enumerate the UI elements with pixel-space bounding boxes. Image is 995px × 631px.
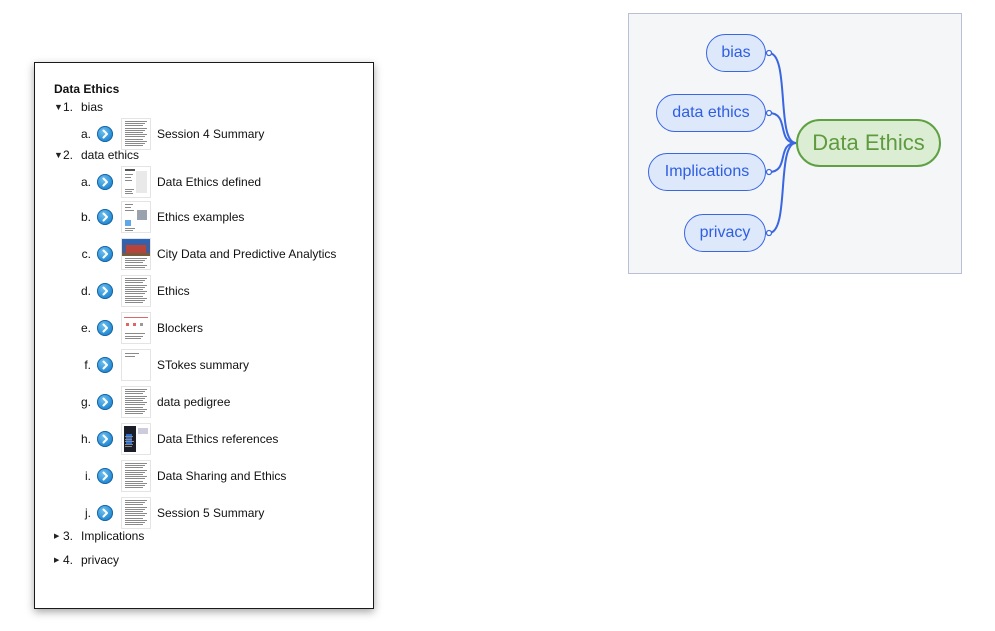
mindmap-root-node[interactable]: Data Ethics [796, 119, 941, 167]
outline-entry[interactable]: c. City Data and Predictive Analytics [35, 239, 373, 269]
outline-entry[interactable]: f. STokes summary [35, 350, 373, 380]
entry-letter: i. [85, 469, 91, 483]
outline-topic-3[interactable]: ▶3. Implications [54, 528, 144, 544]
mindmap-connector [768, 142, 797, 234]
triangle-right-icon[interactable]: ▶ [54, 557, 60, 564]
document-thumbnail[interactable] [122, 313, 150, 343]
document-thumbnail[interactable] [122, 167, 150, 197]
document-thumbnail[interactable] [122, 239, 150, 269]
circled-chevron-right-icon[interactable] [97, 394, 113, 410]
document-thumbnail[interactable] [122, 498, 150, 528]
document-thumbnail[interactable] [122, 276, 150, 306]
document-thumbnail[interactable] [122, 424, 150, 454]
connector-dot [765, 168, 773, 176]
entry-title[interactable]: Data Ethics defined [157, 175, 262, 189]
entry-title[interactable]: Session 5 Summary [157, 506, 265, 520]
outline-title: Data Ethics [54, 82, 120, 96]
entry-letter: b. [80, 210, 91, 224]
mindmap-node-implications[interactable]: Implications [648, 153, 766, 191]
entry-title[interactable]: Data Ethics references [157, 432, 279, 446]
connector-dot [765, 229, 773, 237]
circled-chevron-right-icon[interactable] [97, 246, 113, 262]
topic-number: 3. [63, 529, 74, 543]
connector-dot [765, 49, 773, 57]
circled-chevron-right-icon[interactable] [97, 357, 113, 373]
circled-chevron-right-icon[interactable] [97, 283, 113, 299]
document-thumbnail[interactable] [122, 202, 150, 232]
mindmap-connectors [765, 49, 797, 237]
entry-letter: h. [80, 432, 91, 446]
entry-title[interactable]: City Data and Predictive Analytics [157, 247, 337, 261]
circled-chevron-right-icon[interactable] [97, 431, 113, 447]
entry-title[interactable]: Session 4 Summary [157, 127, 265, 141]
entry-letter: j. [85, 506, 91, 520]
entry-title[interactable]: Data Sharing and Ethics [157, 469, 287, 483]
outline-entry[interactable]: a. Session 4 Summary [35, 119, 373, 149]
mindmap-node-bias[interactable]: bias [706, 34, 766, 72]
circled-chevron-right-icon[interactable] [97, 126, 113, 142]
circled-chevron-right-icon[interactable] [97, 505, 113, 521]
entry-letter: a. [80, 175, 91, 189]
entry-letter: f. [84, 358, 91, 372]
entry-letter: a. [80, 127, 91, 141]
circled-chevron-right-icon[interactable] [97, 468, 113, 484]
outline-topic-2[interactable]: ▼2. data ethics [54, 147, 139, 163]
topic-label: bias [81, 100, 104, 114]
document-thumbnail[interactable] [122, 461, 150, 491]
connector-dot [765, 109, 773, 117]
document-thumbnail[interactable] [122, 350, 150, 380]
outline-entry[interactable]: e. Blockers [35, 313, 373, 343]
outline-entry[interactable]: d. Ethics [35, 276, 373, 306]
outline-entry[interactable]: g. data pedigree [35, 387, 373, 417]
entry-letter: g. [80, 395, 91, 409]
entry-title[interactable]: data pedigree [157, 395, 231, 409]
entry-letter: d. [80, 284, 91, 298]
mindmap-node-privacy[interactable]: privacy [684, 214, 766, 252]
outline-topic-1[interactable]: ▼1. bias [54, 99, 103, 115]
document-thumbnail[interactable] [122, 387, 150, 417]
entry-title[interactable]: Blockers [157, 321, 204, 335]
topic-label: data ethics [81, 148, 140, 162]
mindmap-panel: bias data ethics Implications privacy Da… [628, 13, 962, 274]
outline-entry[interactable]: j. Session 5 Summary [35, 498, 373, 528]
circled-chevron-right-icon[interactable] [97, 174, 113, 190]
triangle-down-icon[interactable]: ▼ [54, 102, 63, 112]
mindmap-node-data-ethics[interactable]: data ethics [656, 94, 766, 132]
mindmap-connector [768, 142, 797, 173]
document-thumbnail[interactable] [122, 119, 150, 149]
triangle-down-icon[interactable]: ▼ [54, 150, 63, 160]
topic-number: 2. [63, 148, 74, 162]
circled-chevron-right-icon[interactable] [97, 320, 113, 336]
mindmap-connector [768, 112, 797, 144]
topic-label: privacy [81, 553, 120, 567]
entry-title[interactable]: Ethics examples [157, 210, 245, 224]
topic-label: Implications [81, 529, 145, 543]
entry-letter: c. [81, 247, 91, 261]
outline-topic-4[interactable]: ▶4. privacy [54, 552, 119, 568]
outline-entry[interactable]: i. Data Sharing and Ethics [35, 461, 373, 491]
topic-number: 4. [63, 553, 74, 567]
mindmap-connector [768, 52, 797, 144]
circled-chevron-right-icon[interactable] [97, 209, 113, 225]
entry-letter: e. [80, 321, 91, 335]
entry-title[interactable]: STokes summary [157, 358, 250, 372]
outline-entry[interactable]: b. Ethics examples [35, 202, 373, 232]
triangle-right-icon[interactable]: ▶ [54, 533, 60, 540]
outline-entry[interactable]: h. Data Ethics references [35, 424, 373, 454]
entry-title[interactable]: Ethics [157, 284, 190, 298]
outline-entry[interactable]: a. Data Ethics defined [35, 167, 373, 197]
topic-number: 1. [63, 100, 74, 114]
